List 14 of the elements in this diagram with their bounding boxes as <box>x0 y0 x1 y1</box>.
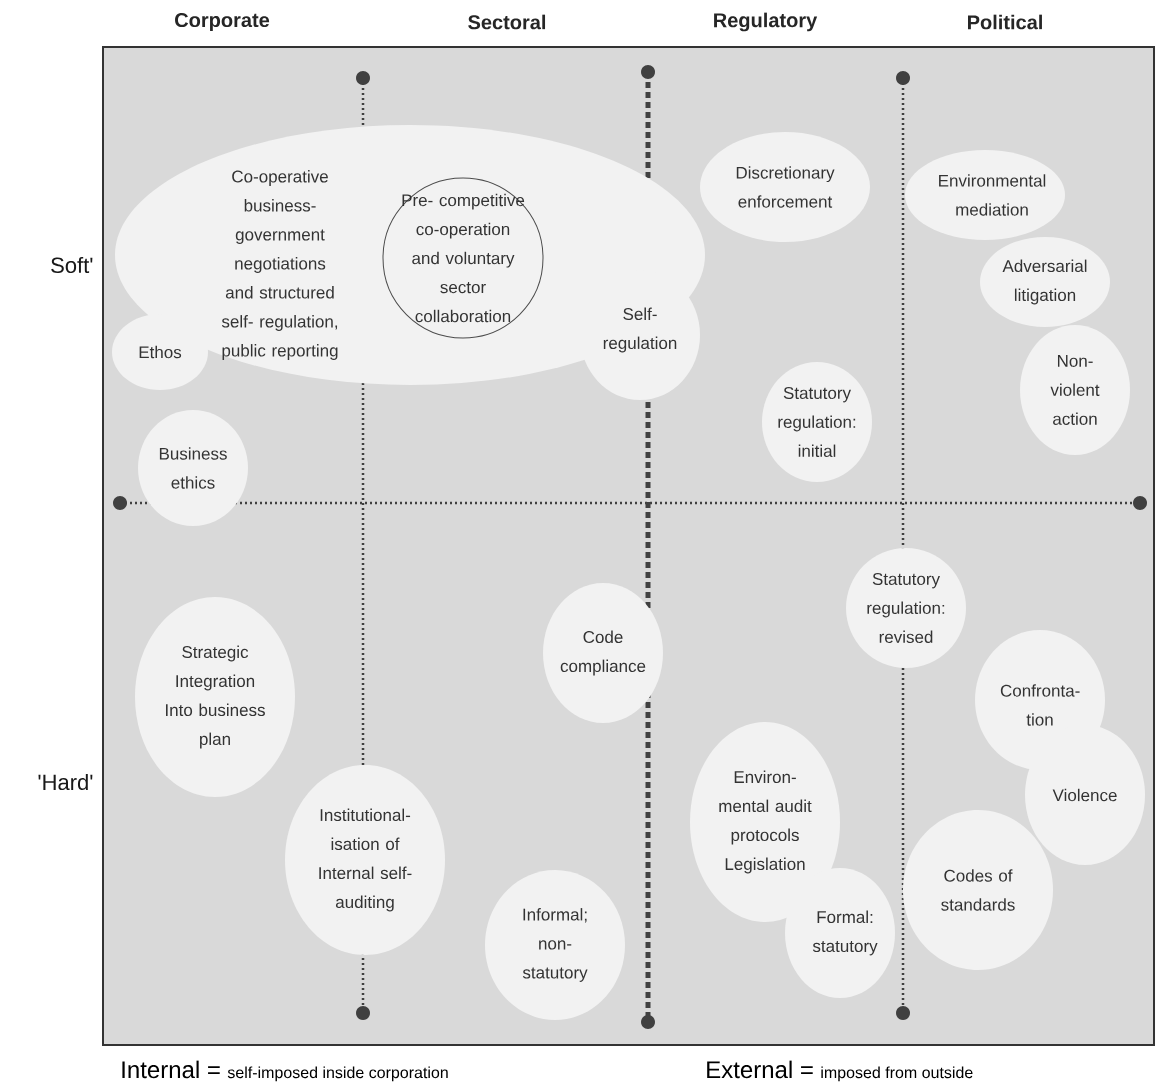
column-heading: Regulatory <box>714 12 818 32</box>
node-label: Self- regulation <box>603 307 677 353</box>
node-label: Ethos <box>139 345 182 359</box>
legend-text: self-imposed inside corporation <box>227 1066 448 1082</box>
legend-text: External = <box>707 1060 813 1079</box>
row-heading: 'Hard' <box>38 773 93 791</box>
node-label: Confronta- tion <box>1000 684 1080 726</box>
legend-text: Internal = <box>122 1060 220 1079</box>
node-label: Violence <box>1052 788 1117 802</box>
column-heading: Political <box>968 14 1042 30</box>
row-heading: Soft' <box>51 256 93 274</box>
column-heading: Corporate <box>175 12 270 32</box>
column-heading: Sectoral <box>468 14 546 30</box>
legend-text: imposed from outside <box>821 1066 973 1082</box>
